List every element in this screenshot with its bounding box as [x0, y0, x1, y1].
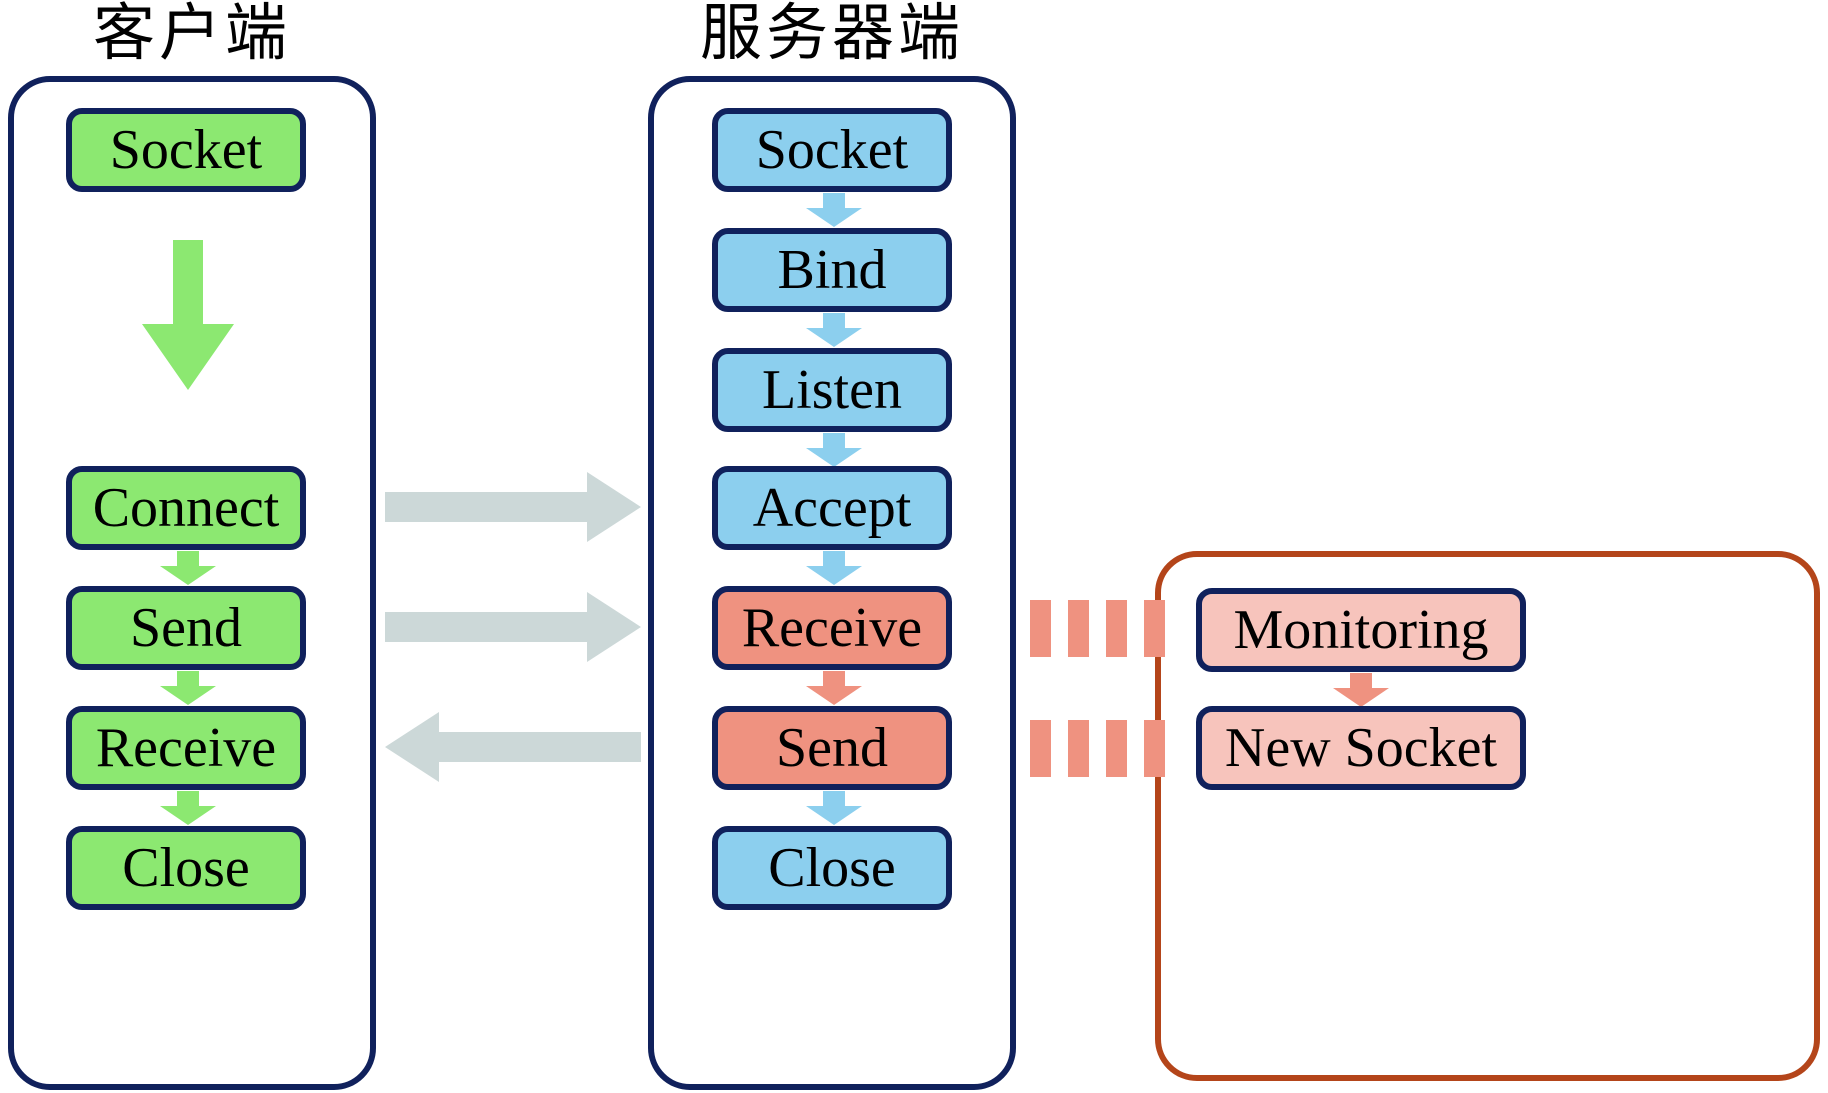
dash-segment	[1030, 600, 1051, 657]
server-arrow-bind-to-listen	[806, 313, 862, 347]
flow-arrow-send-to-receive	[385, 592, 641, 662]
dashed-connector-send	[1030, 720, 1165, 777]
server-arrow-listen-to-accept	[806, 433, 862, 467]
server-arrow-receive-to-send	[806, 671, 862, 705]
client-column-title: 客户端	[92, 0, 291, 69]
server-node-bind[interactable]: Bind	[712, 228, 952, 312]
monitor-node-monitoring[interactable]: Monitoring	[1196, 588, 1526, 672]
dash-segment	[1106, 720, 1127, 777]
server-node-send[interactable]: Send	[712, 706, 952, 790]
dash-segment	[1030, 720, 1051, 777]
flow-arrow-connect-to-accept	[385, 472, 641, 542]
server-node-socket[interactable]: Socket	[712, 108, 952, 192]
server-node-listen[interactable]: Listen	[712, 348, 952, 432]
client-node-socket[interactable]: Socket	[66, 108, 306, 192]
server-node-receive[interactable]: Receive	[712, 586, 952, 670]
dashed-connector-receive	[1030, 600, 1165, 657]
dash-segment	[1068, 600, 1089, 657]
client-arrow-connect-to-send	[160, 551, 216, 585]
dash-segment	[1144, 600, 1165, 657]
server-arrow-send-to-close	[806, 791, 862, 825]
client-arrow-send-to-receive	[160, 671, 216, 705]
client-node-connect[interactable]: Connect	[66, 466, 306, 550]
client-node-close[interactable]: Close	[66, 826, 306, 910]
client-arrow-socket-to-connect	[142, 240, 234, 390]
server-arrow-socket-to-bind	[806, 193, 862, 227]
monitor-arrow-monitoring-to-new-socket	[1333, 673, 1389, 707]
dash-segment	[1068, 720, 1089, 777]
server-node-accept[interactable]: Accept	[712, 466, 952, 550]
server-arrow-accept-to-receive	[806, 551, 862, 585]
dash-segment	[1106, 600, 1127, 657]
client-arrow-receive-to-close	[160, 791, 216, 825]
flow-arrow-server-send-to-client-receive	[385, 712, 641, 782]
server-node-close[interactable]: Close	[712, 826, 952, 910]
client-node-receive[interactable]: Receive	[66, 706, 306, 790]
monitor-node-new-socket[interactable]: New Socket	[1196, 706, 1526, 790]
dash-segment	[1144, 720, 1165, 777]
client-node-send[interactable]: Send	[66, 586, 306, 670]
server-column-title: 服务器端	[699, 0, 964, 69]
